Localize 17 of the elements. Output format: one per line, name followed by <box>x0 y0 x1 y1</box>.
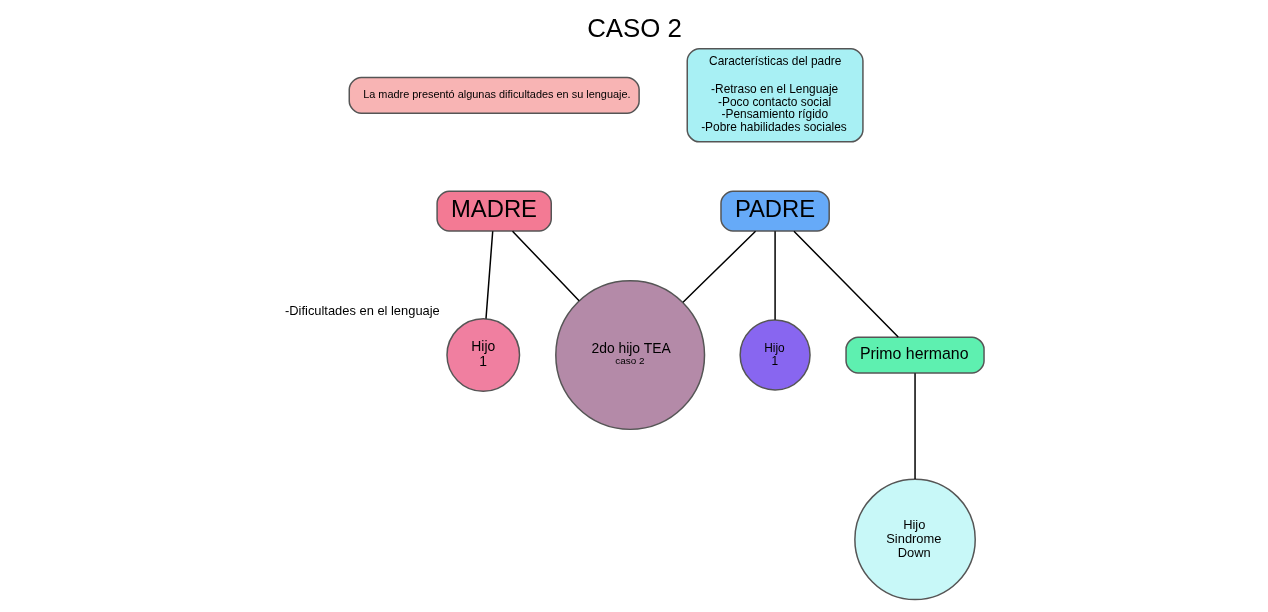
node-box: Características del padre -Retraso en el Lenguaje -Poco contacto social -Pensamiento rígido -Pobre habilidades sociales <box>686 48 864 143</box>
node-box: PADRE <box>719 190 830 232</box>
connector <box>773 230 776 321</box>
node-circle: Hijo 1 <box>445 318 520 393</box>
node-circle: Hijo 1 <box>738 319 811 391</box>
node-label: -Dificultades en el lenguaje <box>284 302 440 318</box>
node-circle: Hijo Sindrome Down <box>853 478 976 601</box>
node-circle: 2do hijo TEA caso 2 <box>554 279 705 431</box>
node-box: Primo hermano <box>844 336 985 374</box>
connector <box>792 230 899 338</box>
connector <box>913 372 916 480</box>
node-box: MADRE <box>435 190 552 232</box>
connector <box>484 230 493 320</box>
connector <box>511 230 580 302</box>
diagram-title: CASO 2 <box>586 13 682 42</box>
node-box: La madre presentó algunas dificultades en su lenguaje. <box>348 76 640 114</box>
connector <box>681 230 756 303</box>
